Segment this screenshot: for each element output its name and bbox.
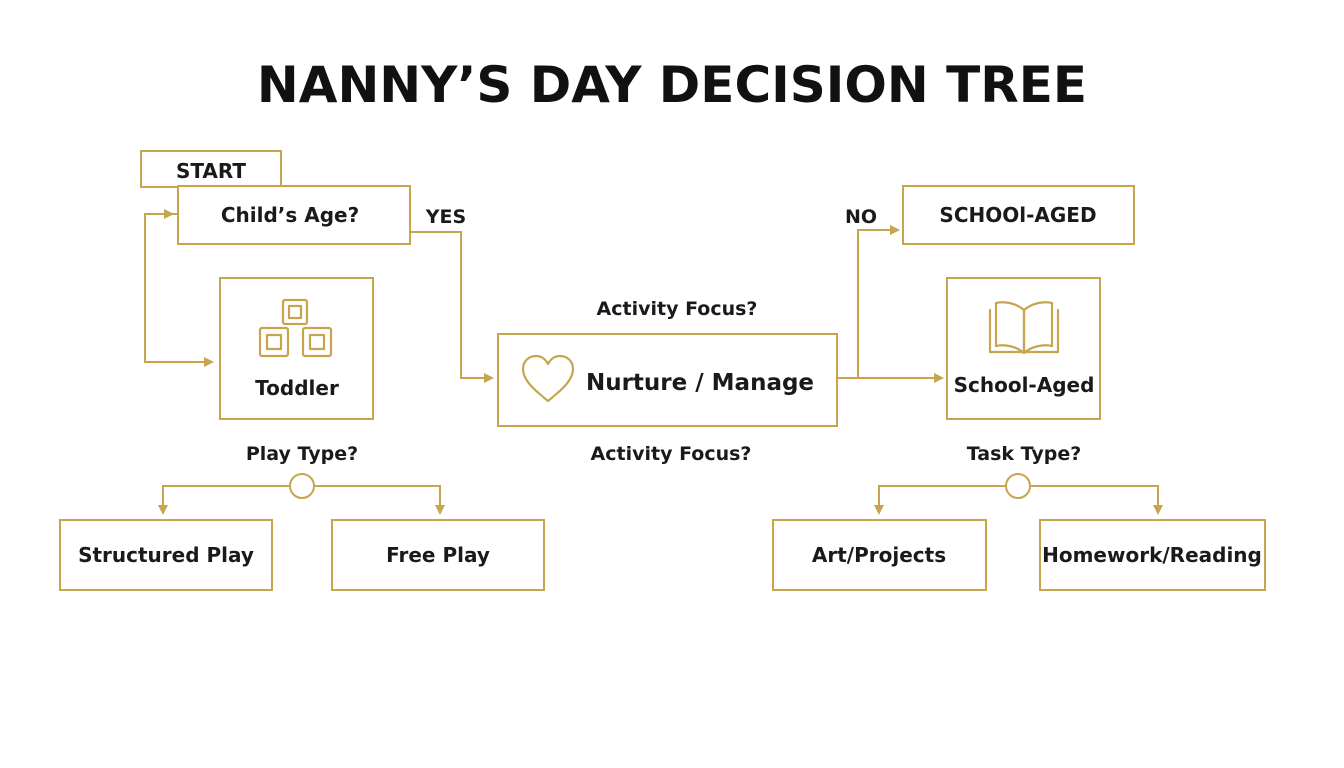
node-toddler: Toddler [219, 277, 374, 420]
arrowhead-structured-play [158, 505, 168, 515]
question-play-type: Play Type? [246, 443, 358, 465]
arrowhead-toddler [204, 357, 214, 367]
node-structured-play: Structured Play [59, 519, 273, 591]
task-type-junction [1005, 473, 1031, 499]
node-art-projects: Art/Projects [772, 519, 987, 591]
connector-yes [410, 231, 484, 379]
question-task-type: Task Type? [967, 443, 1082, 465]
arrowhead-free-play [435, 505, 445, 515]
node-start-label: START [176, 159, 246, 183]
heart-icon [521, 354, 575, 403]
node-childs-age-label: Child’s Age? [221, 203, 359, 227]
question-activity-focus-bottom: Activity Focus? [591, 443, 752, 465]
node-homework-reading-label: Homework/Reading [1042, 543, 1262, 567]
diagram-title: NANNY’S DAY DECISION TREE [257, 56, 1087, 114]
question-activity-focus-top: Activity Focus? [597, 298, 758, 320]
edge-label-yes: YES [425, 206, 466, 228]
arrowhead-nurture [484, 373, 494, 383]
arrowhead-school-aged [934, 373, 944, 383]
node-school-aged-label: School-Aged [954, 373, 1095, 397]
node-art-projects-label: Art/Projects [812, 543, 946, 567]
open-book-icon [988, 301, 1060, 355]
connector-task-split [878, 485, 1159, 505]
connectors [144, 209, 1163, 515]
arrowhead-age-loop [164, 209, 174, 219]
arrowhead-art-projects [874, 505, 884, 515]
node-start: START [140, 150, 282, 188]
node-free-play: Free Play [331, 519, 545, 591]
node-nurture: Nurture / Manage [497, 333, 838, 427]
connector-age-to-toddler [144, 213, 206, 363]
node-nurture-label: Nurture / Manage [586, 370, 814, 396]
node-free-play-label: Free Play [386, 543, 490, 567]
node-structured-play-label: Structured Play [78, 543, 254, 567]
connector-no [857, 229, 890, 378]
edge-label-no: NO [845, 206, 877, 228]
node-childs-age: Child’s Age? [177, 185, 411, 245]
connector-play-split [162, 485, 441, 505]
node-school-aged: School-Aged [946, 277, 1101, 420]
arrowhead-homework [1153, 505, 1163, 515]
node-homework-reading: Homework/Reading [1039, 519, 1266, 591]
play-type-junction [289, 473, 315, 499]
node-toddler-label: Toddler [255, 376, 339, 400]
arrowhead-school-top [890, 225, 900, 235]
node-school-aged-top: SCHOOl-AGED [902, 185, 1135, 245]
node-school-aged-top-label: SCHOOl-AGED [939, 203, 1096, 227]
blocks-icon [258, 298, 333, 358]
